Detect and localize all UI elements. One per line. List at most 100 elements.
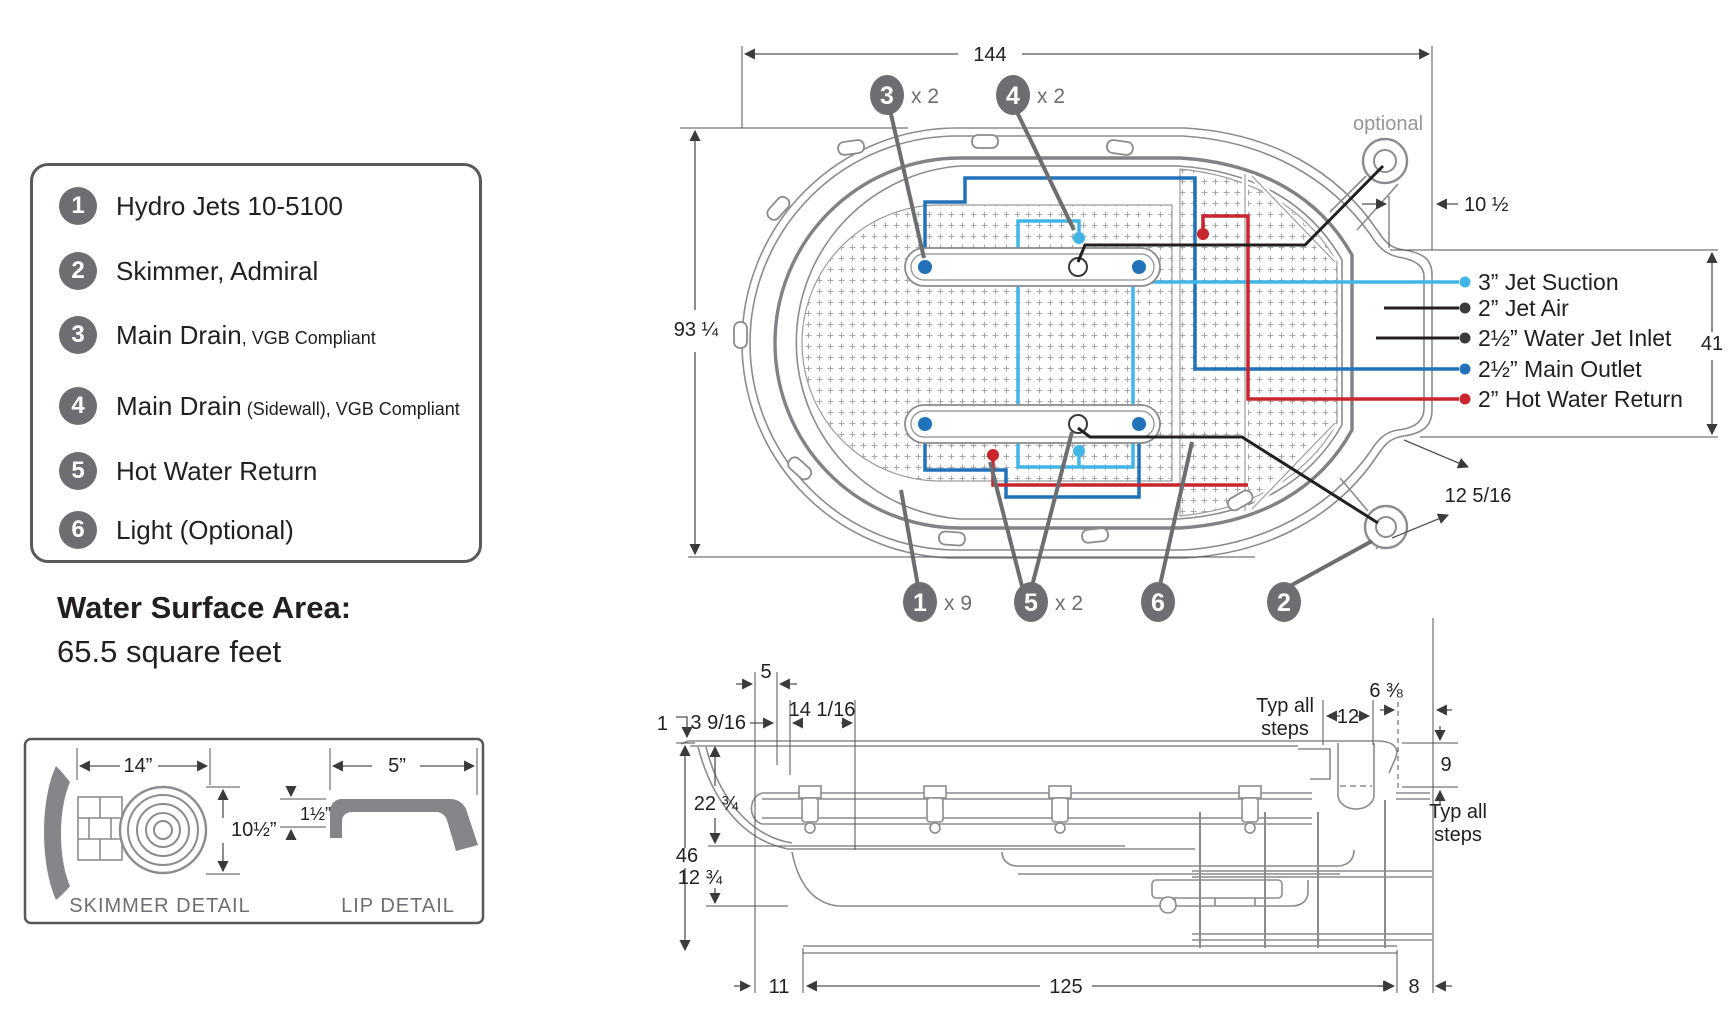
hot-water-pipe-2	[991, 455, 1248, 487]
right-span-dim: 41	[1701, 333, 1723, 355]
lip-thickness-dim: 1½”	[280, 786, 331, 840]
light-callout-line-top	[1076, 164, 1385, 263]
main-drain-port	[1132, 417, 1146, 431]
left-base-dim: 11	[769, 976, 790, 998]
lip-thickness-label: 1½”	[300, 804, 331, 824]
port-dot	[1459, 393, 1471, 405]
svg-text:3: 3	[880, 82, 894, 110]
elevation-dimensions: 5 3 9/16 14 1/16 1 22 ¾ 46 12 ¾	[657, 618, 1487, 998]
hot-water-port	[1197, 228, 1209, 240]
port-label: 2” Hot Water Return	[1478, 386, 1683, 412]
svg-text:x 2: x 2	[1055, 592, 1083, 615]
plan-callouts: 3 x 2 4 x 2 1 x 9 5 x 2 6 2	[870, 75, 1301, 622]
legend-label: Skimmer, Admiral	[116, 255, 319, 286]
light-port	[1068, 257, 1088, 277]
svg-text:2: 2	[1277, 589, 1291, 617]
water-surface-title: Water Surface Area:	[57, 590, 352, 625]
skimmer-width-label: 14”	[124, 755, 153, 777]
legend-badge-1: 1	[59, 187, 97, 225]
skimmer-height-label: 10½”	[231, 819, 277, 841]
svg-text:5: 5	[1024, 589, 1038, 617]
lip-detail-drawing: 5” 1½” LIP DETAIL	[280, 748, 478, 917]
water-edge	[773, 156, 1354, 530]
elevation-jets	[798, 785, 1262, 834]
step-height-dim: 9	[1440, 754, 1451, 776]
main-drain-port	[918, 417, 932, 431]
legend-item-6: 6 Light (Optional)	[59, 510, 294, 550]
main-drain-port	[1132, 260, 1146, 274]
skimmer-height-dim: 10½”	[206, 786, 277, 875]
legend-box: 1 Hydro Jets 10-5100 2 Skimmer, Admiral …	[30, 163, 482, 563]
bench-dividers	[1242, 173, 1338, 512]
legend-label: Hydro Jets 10-5100	[116, 190, 343, 221]
main-drain-port	[918, 260, 932, 274]
callout-badge-2	[1267, 582, 1301, 622]
sidewall-drain-port	[1073, 445, 1085, 457]
legend-badge-6: 6	[59, 511, 97, 549]
elevation-body	[680, 740, 1432, 954]
legend-label: Main Drain	[116, 390, 242, 421]
callout-badge-3	[870, 75, 904, 115]
elevation-view: 5 3 9/16 14 1/16 1 22 ¾ 46 12 ¾	[657, 618, 1487, 998]
skimmer-detail-label: SKIMMER DETAIL	[69, 895, 250, 917]
skimmer-bricks	[77, 796, 123, 861]
optional-label: optional	[1353, 113, 1423, 135]
legend-item-1: 1 Hydro Jets 10-5100	[59, 186, 343, 226]
light-port	[1068, 414, 1088, 434]
svg-text:x 9: x 9	[944, 592, 972, 615]
first-jet-dim: 14 1/16	[789, 699, 856, 721]
seat-depth-dim: 22 ¾	[694, 793, 739, 815]
hot-water-port	[987, 449, 999, 461]
base-dim: 125	[1049, 976, 1082, 998]
legend-badge-2: 2	[59, 252, 97, 290]
optional-light-top	[1329, 137, 1409, 231]
skimmer-width-dim: 14”	[76, 748, 211, 785]
svg-text:steps: steps	[1261, 718, 1309, 740]
hydro-jets	[733, 134, 1254, 547]
port-dot	[1459, 302, 1471, 314]
port-dot	[1459, 363, 1471, 375]
sidewall-drain-port	[1073, 232, 1085, 244]
svg-text:1: 1	[913, 589, 927, 617]
callout-badge-1	[903, 582, 937, 622]
svg-text:4: 4	[1006, 82, 1020, 110]
plan-dimensions: 144 93 ¼ 10 ½ 41 12 5/16	[674, 44, 1723, 558]
overhang-dim: 5	[760, 661, 771, 683]
port-label: 2” Jet Air	[1478, 295, 1569, 321]
legend-item-4: 4 Main Drain (Sidewall), VGB Compliant	[59, 386, 460, 426]
skimmer-detail-drawing: 14” 10½” SKIMMER DETAIL	[44, 748, 277, 917]
width-dim: 93 ¼	[674, 319, 719, 341]
legend-label: Light (Optional)	[116, 514, 294, 545]
length-dim: 144	[973, 44, 1006, 66]
lip-detail-label: LIP DETAIL	[341, 895, 455, 917]
legend-badge-4: 4	[59, 387, 97, 425]
port-labels: 3” Jet Suction 2” Jet Air 2½” Water Jet …	[1459, 269, 1683, 412]
legend-badge-3: 3	[59, 316, 97, 354]
plan-view: optional 3 x 2 4 x 2	[674, 44, 1723, 622]
water-surface-value: 65.5 square feet	[57, 634, 282, 669]
skimmer-fitting	[1339, 477, 1409, 550]
svg-text:steps: steps	[1434, 824, 1482, 846]
skimmer-offset-dim: 12 5/16	[1445, 485, 1512, 507]
callout-badge-5	[1014, 582, 1048, 622]
port-dot	[1459, 276, 1471, 288]
light-callout-line-bottom	[1077, 426, 1379, 525]
lip-width-dim: 5”	[329, 748, 478, 795]
detail-panel: 14” 10½” SKIMMER DETAIL 5”	[23, 737, 485, 925]
lip-profile-shape	[330, 799, 478, 851]
svg-text:x 2: x 2	[911, 85, 939, 108]
callout-badge-4	[996, 75, 1030, 115]
port-label: 2½” Main Outlet	[1478, 356, 1642, 382]
main-outlet-pipe	[923, 176, 1459, 371]
hot-water-pipe	[1201, 214, 1459, 401]
edge-dim: 3 9/16	[690, 712, 746, 734]
legend-badge-5: 5	[59, 452, 97, 490]
detail-panel-border	[23, 737, 485, 925]
typ-steps-label-2: Typ all	[1429, 801, 1487, 823]
port-label: 2½” Water Jet Inlet	[1478, 325, 1672, 351]
port-dot	[1459, 332, 1471, 344]
svg-text:x 2: x 2	[1037, 85, 1065, 108]
callout-badge-6	[1141, 582, 1175, 622]
